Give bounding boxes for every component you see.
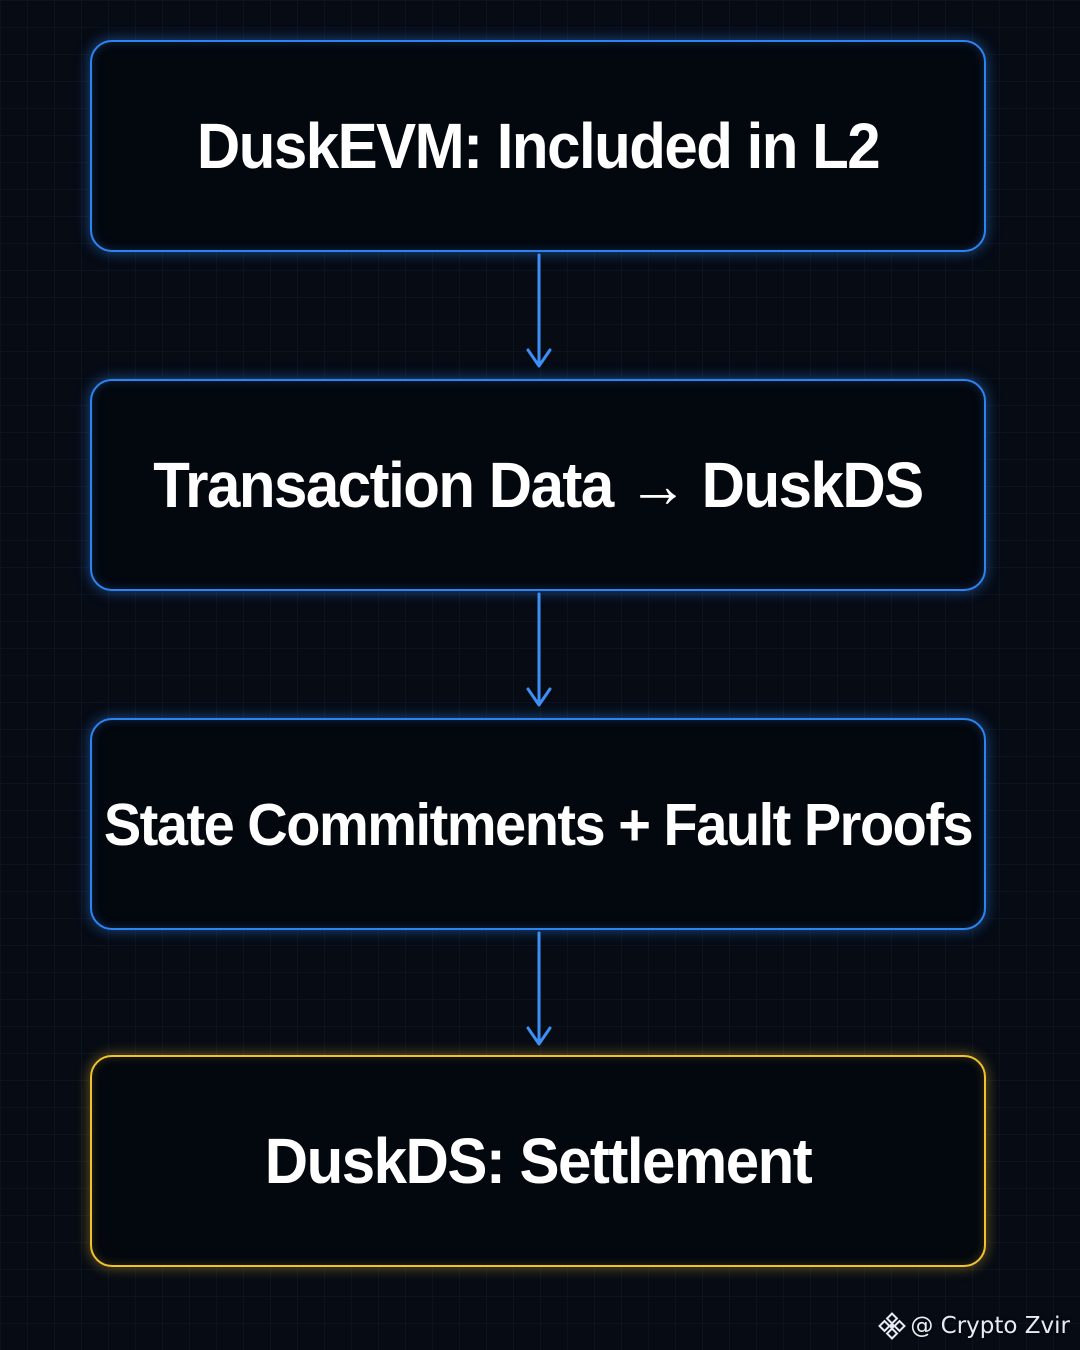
step-label: Transaction Data → DuskDS [153, 449, 924, 521]
arrow-2 [526, 592, 552, 707]
step-box-transaction-data: Transaction Data → DuskDS [90, 379, 986, 591]
step-box-state-commitments: State Commitments + Fault Proofs [90, 718, 986, 930]
arrow-3 [526, 931, 552, 1046]
step-box-duskevm-l2: DuskEVM: Included in L2 [90, 40, 986, 252]
step-box-settlement: DuskDS: Settlement [90, 1055, 986, 1267]
watermark-text: @ Crypto Zvir [910, 1313, 1070, 1339]
step-label: DuskEVM: Included in L2 [196, 110, 881, 182]
watermark: @ Crypto Zvir [878, 1312, 1070, 1340]
step-label: DuskDS: Settlement [264, 1125, 813, 1197]
arrow-1 [526, 253, 552, 368]
step-label: State Commitments + Fault Proofs [103, 790, 974, 858]
binance-logo-icon [878, 1312, 907, 1340]
